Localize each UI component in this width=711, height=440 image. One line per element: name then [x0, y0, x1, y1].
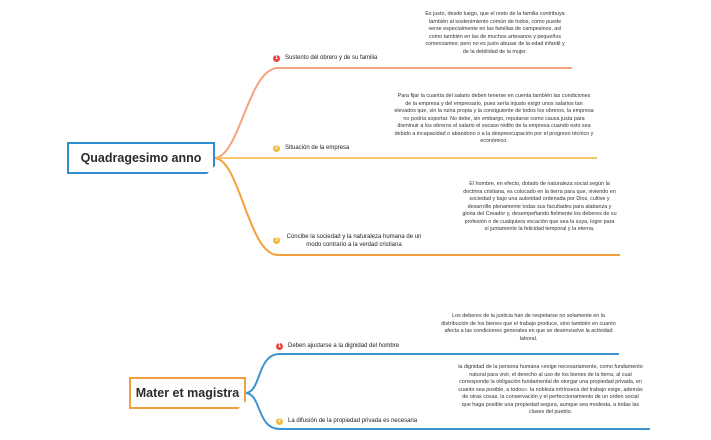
branch-note-propiedad: la dignidad de la persona humana «exige … [458, 364, 643, 415]
branch-number-badge: 3 [273, 237, 280, 244]
branch-number-badge: 2 [273, 145, 280, 152]
branch-note-concibe: El hombre, en efecto, dotado de naturale… [462, 181, 617, 232]
branch-label-propiedad[interactable]: La difusión de la propiedad privada es n… [288, 418, 418, 424]
root-topic-mater-et-magistra[interactable]: Mater et magistra [129, 377, 246, 409]
root-topic-quadragesimo-anno[interactable]: Quadragesimo anno [67, 142, 215, 174]
connector-branch-3 [213, 157, 620, 256]
connector-branch-1 [213, 67, 572, 159]
branch-note-sustento: Es justo, desde luego, que el resto de l… [425, 11, 565, 55]
branch-note-situacion: Para fijar la cuantía del salario deben … [394, 93, 594, 144]
branch-note-dignidad: Los deberes de la justicia han de respet… [441, 313, 616, 342]
root-topic-title: Quadragesimo anno [80, 151, 202, 165]
root-topic-title: Mater et magistra [135, 386, 240, 400]
branch-label-concibe[interactable]: Concibe la sociedad y la naturaleza huma… [286, 234, 422, 248]
branch-number-badge: 2 [276, 418, 283, 425]
corner-fold [238, 401, 246, 409]
branch-label-situacion[interactable]: Situación de la empresa [285, 145, 350, 151]
branch-number-badge: 1 [273, 55, 280, 62]
branch-label-sustento[interactable]: Sustento del obrero y de su familia [285, 55, 378, 61]
connector-branch-5 [244, 392, 650, 430]
branch-label-dignidad[interactable]: Deben ajustarse a la dignidad del hombre [288, 343, 400, 349]
connector-branch-4 [244, 353, 619, 394]
branch-number-badge: 1 [276, 343, 283, 350]
corner-fold [207, 166, 215, 174]
